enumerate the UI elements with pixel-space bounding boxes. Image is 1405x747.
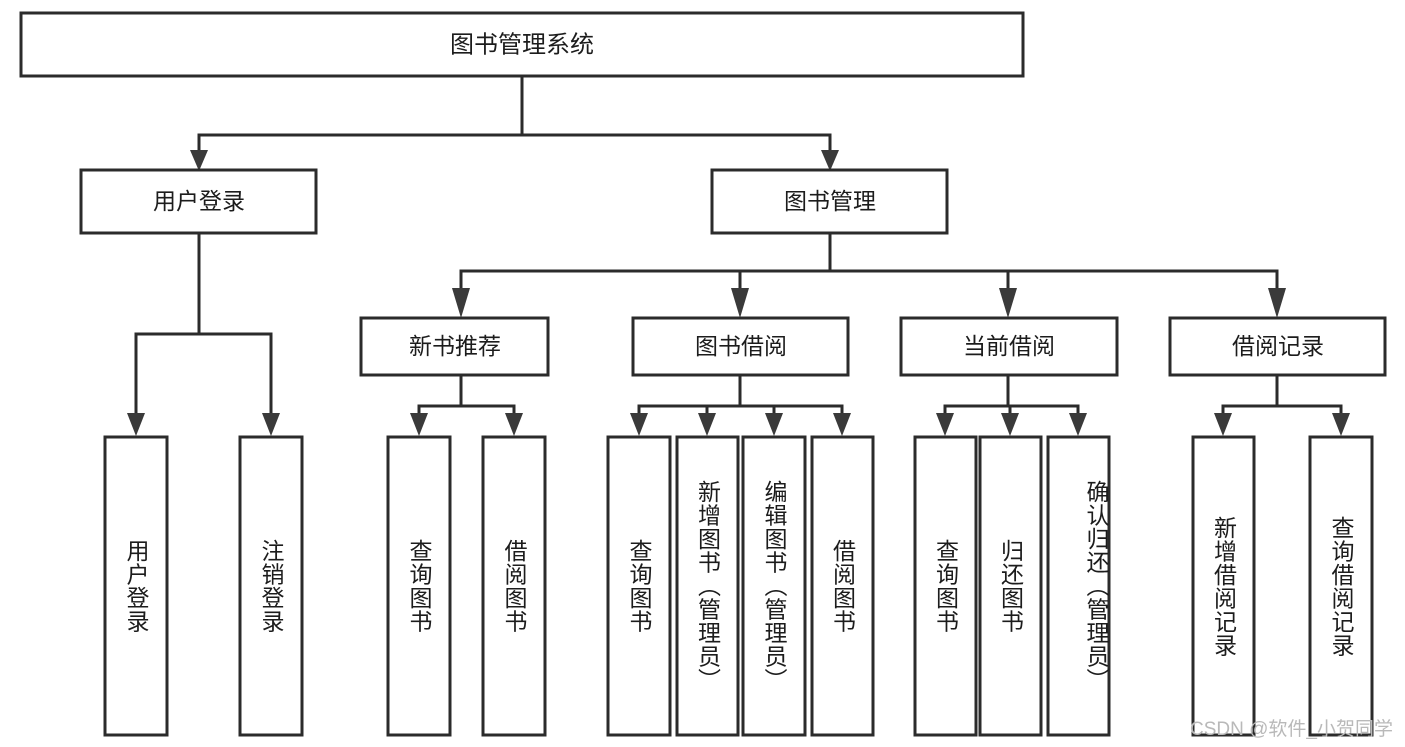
node-box-leaf-borrow-edit[interactable]: [741, 435, 807, 737]
csdn-watermark: CSDN @软件_小贺同学: [1190, 719, 1393, 740]
node-box-leaf-current-query[interactable]: [913, 435, 978, 737]
arrow-head-borrowrecord-leaf-1: [1214, 413, 1232, 436]
node-box-current-borrow[interactable]: [899, 316, 1119, 377]
node-label-borrow-record: 借阅记录: [1232, 333, 1324, 359]
node-box-book-manage[interactable]: [710, 168, 949, 235]
arrow-head-newbook-leaf-1: [410, 413, 428, 436]
node-box-leaf-logout[interactable]: [238, 435, 304, 737]
node-box-root[interactable]: [19, 11, 1025, 78]
node-box-leaf-record-add[interactable]: [1191, 435, 1256, 737]
node-label-user-login: 用户登录: [153, 188, 245, 214]
arrow-head-book-borrow: [731, 288, 749, 318]
arrow-head-bookborrow-leaf-1: [630, 413, 648, 436]
node-box-leaf-newbook-query[interactable]: [386, 435, 452, 737]
arrow-head-bookborrow-leaf-4: [833, 413, 851, 436]
node-label-book-borrow: 图书借阅: [695, 333, 787, 359]
arrow-head-bookborrow-leaf-3: [765, 413, 783, 436]
node-box-leaf-current-return[interactable]: [978, 435, 1043, 737]
node-box-book-borrow[interactable]: [631, 316, 850, 377]
arrow-head-leaf-user-login: [127, 413, 145, 436]
arrow-head-bookborrow-leaf-2: [698, 413, 716, 436]
node-box-user-login[interactable]: [79, 168, 318, 235]
node-box-leaf-borrow-query[interactable]: [606, 435, 672, 737]
nodes-group: 图书管理系统 用户登录 图书管理 新书推荐 图书借阅 当前借阅 借阅记录: [19, 11, 1387, 737]
connectors-group: [127, 74, 1350, 436]
arrow-head-currentborrow-leaf-1: [936, 413, 954, 436]
node-label-root: 图书管理系统: [450, 31, 594, 58]
arrow-head-book-manage: [821, 150, 839, 171]
node-label-new-book-recommend: 新书推荐: [409, 333, 501, 359]
node-box-leaf-record-query[interactable]: [1308, 435, 1374, 737]
arrow-head-newbook-leaf-2: [505, 413, 523, 436]
arrow-head-user-login: [190, 150, 208, 171]
node-label-current-borrow: 当前借阅: [963, 333, 1055, 359]
arrow-head-leaf-logout: [262, 413, 280, 436]
arrow-head-currentborrow-leaf-2: [1001, 413, 1019, 436]
node-box-new-book-recommend[interactable]: [359, 316, 550, 377]
arrow-head-borrow-record: [1268, 288, 1286, 318]
arrow-head-new-book: [452, 288, 470, 318]
node-box-leaf-current-confirm[interactable]: [1046, 435, 1111, 737]
node-label-book-manage: 图书管理: [784, 188, 876, 214]
arrow-head-currentborrow-leaf-3: [1069, 413, 1087, 436]
node-box-leaf-user-login[interactable]: [103, 435, 169, 737]
node-box-borrow-record[interactable]: [1168, 316, 1387, 377]
arrow-head-borrowrecord-leaf-2: [1332, 413, 1350, 436]
arrow-head-current-borrow: [999, 288, 1017, 318]
node-box-leaf-borrow-lend[interactable]: [810, 435, 875, 737]
node-box-leaf-borrow-add[interactable]: [675, 435, 740, 737]
node-box-leaf-newbook-borrow[interactable]: [481, 435, 547, 737]
